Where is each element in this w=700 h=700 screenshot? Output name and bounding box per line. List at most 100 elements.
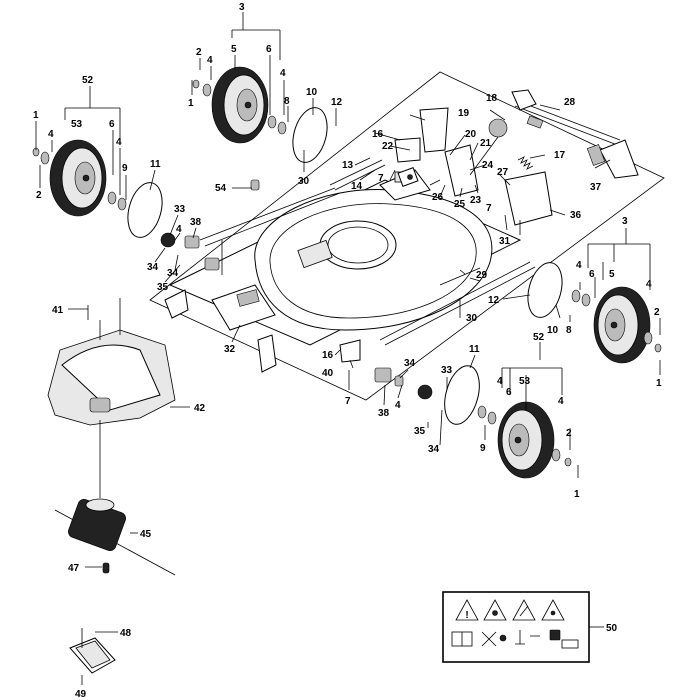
callout-4c: 4 xyxy=(48,129,54,140)
handle-bracket xyxy=(511,89,639,179)
callout-11a: 11 xyxy=(150,159,161,170)
warning-triangle-2-icon xyxy=(483,599,507,621)
callout-10b: 10 xyxy=(547,325,559,336)
bracket-16 xyxy=(339,339,361,363)
callout-37: 37 xyxy=(590,182,602,193)
callout-4g: 4 xyxy=(646,279,652,290)
callout-2c: 2 xyxy=(654,307,660,318)
svg-text:!: ! xyxy=(465,610,468,621)
callout-38b: 38 xyxy=(378,408,390,419)
callout-numbers: 3 5 6 2 4 4 1 8 10 12 30 13 14 52 1 53 6… xyxy=(33,2,662,700)
warning-triangle-4-icon xyxy=(541,599,565,621)
axle-front-b xyxy=(204,192,341,247)
callout-4b: 4 xyxy=(280,68,286,79)
leader-lines xyxy=(35,12,661,685)
callout-6a: 6 xyxy=(266,44,272,55)
hub-cover-10-top xyxy=(292,107,328,163)
mat-49 xyxy=(69,637,116,674)
callout-36: 36 xyxy=(570,210,582,221)
callout-8b: 8 xyxy=(566,325,572,336)
warning-triangle-3-icon xyxy=(512,599,536,621)
callout-33b: 33 xyxy=(441,365,453,376)
callout-27: 27 xyxy=(497,167,509,178)
callout-1c: 1 xyxy=(656,378,662,389)
callout-23: 23 xyxy=(470,195,482,206)
unplug-icon xyxy=(549,629,561,641)
callout-50: 50 xyxy=(606,623,618,634)
callout-1b: 1 xyxy=(33,110,39,121)
callout-12a: 12 xyxy=(331,97,343,108)
callout-1d: 1 xyxy=(574,489,580,500)
callout-4d: 4 xyxy=(116,137,122,148)
callout-28: 28 xyxy=(564,97,576,108)
callout-4a: 4 xyxy=(207,55,213,66)
callout-24: 24 xyxy=(482,160,494,171)
callout-2a: 2 xyxy=(196,47,202,58)
callout-3b: 3 xyxy=(622,216,628,227)
callout-35b: 35 xyxy=(414,426,426,437)
callout-4h: 4 xyxy=(395,400,401,411)
person-distance-icon xyxy=(515,630,540,645)
callout-7a: 7 xyxy=(378,173,384,184)
callout-17: 17 xyxy=(554,150,566,161)
callout-6b: 6 xyxy=(109,119,115,130)
hub-cover-11-left xyxy=(127,182,163,238)
mower-deck xyxy=(168,169,522,346)
callout-26: 26 xyxy=(432,192,444,203)
rod-13 xyxy=(329,159,383,186)
callout-53b: 53 xyxy=(519,376,531,387)
warning-triangle-1-icon xyxy=(455,599,479,621)
axle-front xyxy=(199,187,336,241)
callout-31: 31 xyxy=(499,236,511,247)
warning-decal: ! xyxy=(442,591,590,663)
callout-1a: 1 xyxy=(188,98,194,109)
callout-41: 41 xyxy=(52,305,64,316)
callout-6d: 6 xyxy=(506,387,512,398)
callout-45: 45 xyxy=(140,529,152,540)
rod-14 xyxy=(334,164,386,191)
wheel-rear-right xyxy=(571,286,662,364)
wheel-rear-left xyxy=(192,66,287,144)
callout-47: 47 xyxy=(68,563,80,574)
callout-9a: 9 xyxy=(122,163,128,174)
callout-22: 22 xyxy=(382,141,394,152)
bracket-left xyxy=(164,289,189,319)
callout-35a: 35 xyxy=(157,282,169,293)
callout-38a: 38 xyxy=(190,217,202,228)
wheel-front-left xyxy=(32,139,127,217)
rod-30 xyxy=(379,261,531,341)
hub-cover-11-bottom xyxy=(444,365,480,425)
gearbox xyxy=(54,420,176,576)
callout-11b: 11 xyxy=(469,344,480,355)
bracket-bottom xyxy=(257,334,277,373)
callout-48: 48 xyxy=(120,628,132,639)
callout-54: 54 xyxy=(215,183,227,194)
callout-5b: 5 xyxy=(609,269,615,280)
callout-29: 29 xyxy=(476,270,488,281)
callout-30b: 30 xyxy=(466,313,478,324)
callout-34b: 34 xyxy=(167,268,179,279)
callout-32: 32 xyxy=(224,344,236,355)
callout-34d: 34 xyxy=(428,444,440,455)
rear-cover xyxy=(47,329,176,426)
gear-left xyxy=(160,232,220,271)
callout-49: 49 xyxy=(75,689,87,700)
callout-16a: 16 xyxy=(372,129,384,140)
callout-8a: 8 xyxy=(284,96,290,107)
callout-5a: 5 xyxy=(231,44,237,55)
callout-2d: 2 xyxy=(566,428,572,439)
callout-21: 21 xyxy=(480,138,492,149)
callout-4j: 4 xyxy=(558,396,564,407)
callout-20: 20 xyxy=(465,129,477,140)
callout-13: 13 xyxy=(342,160,354,171)
wheel-front-right xyxy=(477,401,572,479)
callout-2b: 2 xyxy=(36,190,42,201)
part-54 xyxy=(250,179,260,191)
callout-9b: 9 xyxy=(480,443,486,454)
chassis-outline xyxy=(149,71,665,401)
callout-30a: 30 xyxy=(298,176,310,187)
callout-53a: 53 xyxy=(71,119,83,130)
callout-40: 40 xyxy=(322,368,334,379)
